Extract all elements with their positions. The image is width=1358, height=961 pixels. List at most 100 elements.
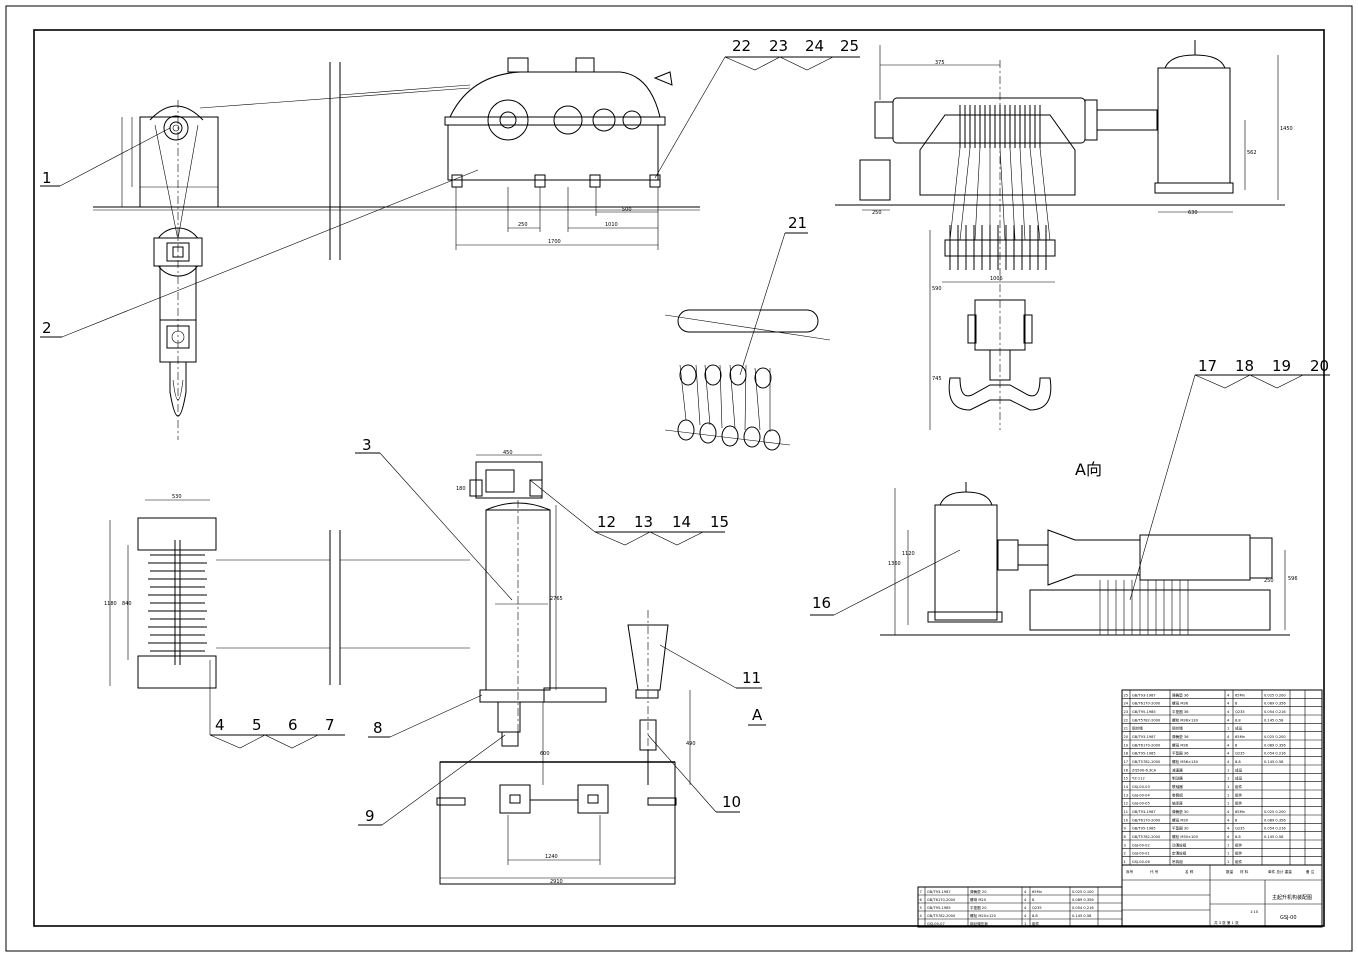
bom-row-material: 8: [1235, 743, 1238, 747]
dim-596: 596: [1288, 576, 1298, 582]
dim-600: 600: [540, 751, 550, 757]
bom-row-qty: 1: [1227, 727, 1229, 731]
callout-20: 20: [1310, 357, 1329, 375]
bom-left-qty: 1: [1024, 922, 1026, 926]
callout-2: 2: [42, 319, 52, 337]
bom-row-code: 钢丝绳: [1132, 726, 1143, 731]
bom-row-qty: 1: [1227, 802, 1229, 806]
bom-row-code: GSJ-00-05: [1132, 802, 1150, 806]
bom-row-name: 弹簧垫 30: [1172, 809, 1189, 814]
bom-row-weight: 0.025 0.200: [1264, 693, 1286, 697]
bom-row-no: 17: [1124, 760, 1129, 764]
dim-250b: 250: [872, 210, 882, 216]
bom-row-code: GB/T93-1987: [1132, 693, 1156, 697]
bom-row-material: 成品: [1235, 767, 1243, 772]
outer-border: [5, 5, 1353, 952]
bom-row-name: 吊钩组: [1172, 859, 1183, 864]
bom-left-material: 8.8: [1032, 914, 1038, 918]
sheet-info: 共 3 张 第 1 张: [1214, 920, 1239, 925]
a-direction-view: A向 1360 1120 596 250: [880, 460, 1298, 636]
title-header-remark: 备 注: [1306, 869, 1315, 874]
bom-row-code: GSJ-00-02: [1132, 843, 1150, 847]
bom-row-code: GB/T6170-2000: [1132, 702, 1161, 706]
bom-row-weight: 0.145 0.58: [1264, 835, 1284, 839]
callout-7: 7: [325, 716, 335, 734]
bom-row-no: 3: [1124, 843, 1126, 847]
hook-pulley-side-view: [93, 62, 700, 440]
dim-2910: 2910: [550, 879, 563, 885]
bom-row-qty: 4: [1227, 752, 1230, 756]
bom-left-no: 6: [920, 898, 923, 902]
bom-row-code: GSJ-00-06: [1132, 860, 1150, 864]
bom-row-material: Q235: [1235, 752, 1245, 756]
bom-row-name: 螺栓 M30×100: [1172, 834, 1199, 839]
bom-row-qty: 4: [1227, 735, 1230, 739]
bom-row-weight: 0.054 0.216: [1264, 710, 1286, 714]
bom-row-name: 弹簧垫 36: [1172, 734, 1189, 739]
bom-row-material: 8.8: [1235, 718, 1241, 722]
bom-row-weight: 0.054 0.216: [1264, 827, 1286, 831]
callout-22: 22: [732, 37, 751, 55]
callout-6: 6: [288, 716, 298, 734]
dim-1180: 1180: [104, 601, 117, 607]
bom-row-code: YZ-112: [1132, 777, 1145, 781]
dim-250c: 250: [1264, 578, 1274, 584]
dim-1450: 1450: [1280, 126, 1293, 132]
bom-row-name: 制动器: [1172, 776, 1183, 781]
bom-left-no: 7: [920, 890, 922, 894]
bom-left-no: 4: [920, 914, 923, 918]
callout-12: 12: [597, 513, 616, 531]
bom-row-material: 成品: [1235, 776, 1243, 781]
bom-row-no: 25: [1124, 693, 1129, 697]
bom-row-qty: 4: [1227, 710, 1230, 714]
bom-row-qty: 1: [1227, 793, 1229, 797]
bom-row-name: 螺栓 M36×130: [1172, 717, 1199, 722]
bom-row-material: 组件: [1235, 801, 1243, 806]
bom-row-qty: 1: [1227, 777, 1229, 781]
bom-row-qty: 4: [1227, 693, 1230, 697]
bom-row-qty: 4: [1227, 818, 1230, 822]
bom-row-no: 21: [1124, 727, 1129, 731]
bom-row-material: 8: [1235, 702, 1238, 706]
bom-row-no: 9: [1124, 827, 1127, 831]
bom-row-no: 14: [1124, 785, 1129, 789]
bom-left-no: 5: [920, 906, 922, 910]
callout-23: 23: [769, 37, 788, 55]
bom-left-material: Q235: [1032, 906, 1042, 910]
bom-row-no: 8: [1124, 835, 1127, 839]
dim-500: 500: [622, 207, 632, 213]
bom-left-code: GSJ-00-07: [927, 922, 945, 926]
title-header-wt: 单件 总计 重量: [1268, 869, 1292, 874]
bom-left-material: 8: [1032, 898, 1035, 902]
bom-row-qty: 4: [1227, 702, 1230, 706]
bom-row-no: 2: [1124, 852, 1126, 856]
bom-row-qty: 4: [1227, 743, 1230, 747]
bom-row-material: 65Mn: [1235, 810, 1245, 814]
bom-row-name: 螺栓 M36×130: [1172, 759, 1199, 764]
callout-10: 10: [722, 793, 741, 811]
dim-840: 840: [122, 601, 132, 607]
bom-row-no: 18: [1124, 752, 1129, 756]
bom-row-code: GB/T95-1985: [1132, 827, 1156, 831]
dim-530: 530: [172, 494, 182, 500]
bom-left-name: 钢丝绳压板: [970, 921, 988, 926]
inner-frame: [33, 29, 1325, 927]
bom-row-code: GB/T93-1987: [1132, 810, 1156, 814]
bom-row-qty: 1: [1227, 843, 1229, 847]
bom-left-qty: 4: [1024, 914, 1027, 918]
bom-row-name: 平垫圈 36: [1172, 709, 1189, 714]
bom-left-material: 65Mn: [1032, 890, 1042, 894]
bom-row-material: 8.8: [1235, 835, 1241, 839]
dim-490: 490: [686, 741, 696, 747]
bom-row-weight: 0.089 0.356: [1264, 702, 1286, 706]
bom-row-weight: 0.145 0.58: [1264, 760, 1284, 764]
bom-left-name: 螺栓 M20×120: [970, 913, 997, 918]
bom-left-weight: 0.145 0.58: [1072, 914, 1092, 918]
bom-row-name: 螺母 M36: [1172, 701, 1189, 706]
reducer-side-view: 1700 250 1010 500: [199, 57, 673, 250]
bom-row-no: 16: [1124, 768, 1129, 772]
callout-3: 3: [362, 436, 372, 454]
